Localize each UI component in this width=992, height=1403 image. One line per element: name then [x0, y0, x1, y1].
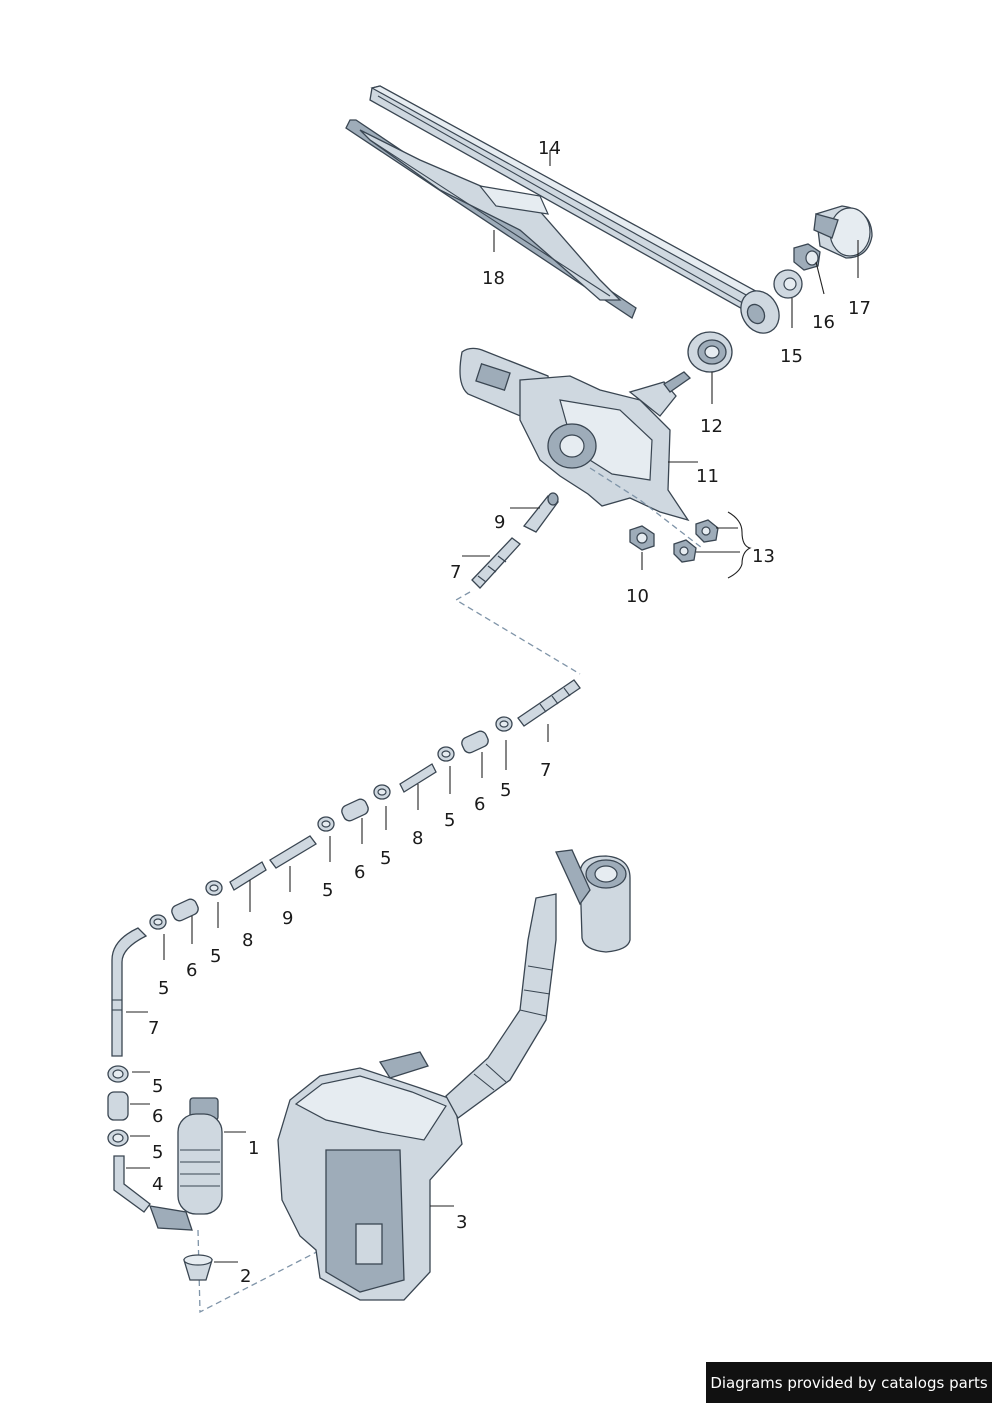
callout-5-g: 5 — [152, 1076, 163, 1097]
pump-grommet — [183, 1254, 213, 1281]
callout-5-f: 5 — [158, 978, 169, 999]
callout-2: 2 — [240, 1266, 251, 1287]
cover-cap — [813, 205, 873, 259]
callout-18: 18 — [482, 268, 505, 289]
clamp-6 — [149, 914, 167, 930]
sleeve-2 — [341, 798, 369, 822]
callout-5-e: 5 — [210, 946, 221, 967]
clamp-3 — [373, 784, 391, 800]
callout-17: 17 — [848, 298, 871, 319]
credit-banner: Diagrams provided by catalogs parts — [706, 1362, 992, 1403]
callout-12: 12 — [700, 416, 723, 437]
hex-nut-13b — [673, 539, 697, 563]
sleeve-1 — [461, 730, 489, 754]
callout-5-d: 5 — [322, 880, 333, 901]
washer-pump — [149, 1097, 223, 1231]
callout-3: 3 — [456, 1212, 467, 1233]
callout-6-c: 6 — [186, 960, 197, 981]
grommet — [687, 331, 733, 373]
filler-neck — [445, 849, 631, 1119]
hex-nut — [793, 243, 821, 271]
hose-lower — [111, 927, 148, 1057]
callout-7-lower: 7 — [148, 1018, 159, 1039]
callout-8-b: 8 — [242, 930, 253, 951]
callout-16: 16 — [812, 312, 835, 333]
callout-6-a: 6 — [474, 794, 485, 815]
hose-route-pump — [197, 1229, 341, 1314]
sleeve-3 — [171, 898, 199, 922]
hex-nut-13a — [695, 519, 719, 543]
callout-14: 14 — [538, 138, 561, 159]
clamp-5 — [205, 880, 223, 896]
callout-8-a: 8 — [412, 828, 423, 849]
callout-5-h: 5 — [152, 1142, 163, 1163]
callout-9-upper: 9 — [494, 512, 505, 533]
washer-reservoir — [277, 1051, 463, 1301]
callout-4: 4 — [152, 1174, 163, 1195]
callout-6-b: 6 — [354, 862, 365, 883]
connector-8a — [399, 763, 437, 793]
hose-route-motor — [589, 467, 703, 549]
wiper-blade — [345, 119, 637, 319]
callout-1: 1 — [248, 1138, 259, 1159]
callout-5-b: 5 — [444, 810, 455, 831]
callout-10: 10 — [626, 586, 649, 607]
clamp-8 — [107, 1129, 129, 1147]
connector-9 — [269, 835, 317, 869]
washer — [773, 269, 803, 299]
leader-lines — [126, 150, 859, 1263]
clamp-7 — [107, 1065, 129, 1083]
callouts: 14 18 17 16 15 12 11 9 7 10 13 7 5 6 5 8… — [148, 138, 871, 1287]
callout-13: 13 — [752, 546, 775, 567]
callout-5-c: 5 — [380, 848, 391, 869]
callout-7-middle: 7 — [540, 760, 551, 781]
connector-8b — [229, 861, 267, 891]
wiper-motor — [459, 347, 692, 522]
hose-middle — [517, 679, 581, 727]
callout-6-d: 6 — [152, 1106, 163, 1127]
callout-15: 15 — [780, 346, 803, 367]
clamp-1 — [495, 716, 513, 732]
elbow-connector — [113, 1155, 151, 1213]
callout-7-upper: 7 — [450, 562, 461, 583]
hose-route-upper — [454, 591, 581, 675]
callout-9-lower: 9 — [282, 908, 293, 929]
sleeve-4 — [107, 1091, 129, 1121]
callout-11: 11 — [696, 466, 719, 487]
wiper-arm — [369, 85, 780, 334]
clamp-2 — [437, 746, 455, 762]
hex-nut-10 — [629, 525, 655, 551]
connector-upper — [522, 492, 559, 533]
clamp-4 — [317, 816, 335, 832]
callout-5-a: 5 — [500, 780, 511, 801]
hose-upper — [471, 537, 521, 589]
